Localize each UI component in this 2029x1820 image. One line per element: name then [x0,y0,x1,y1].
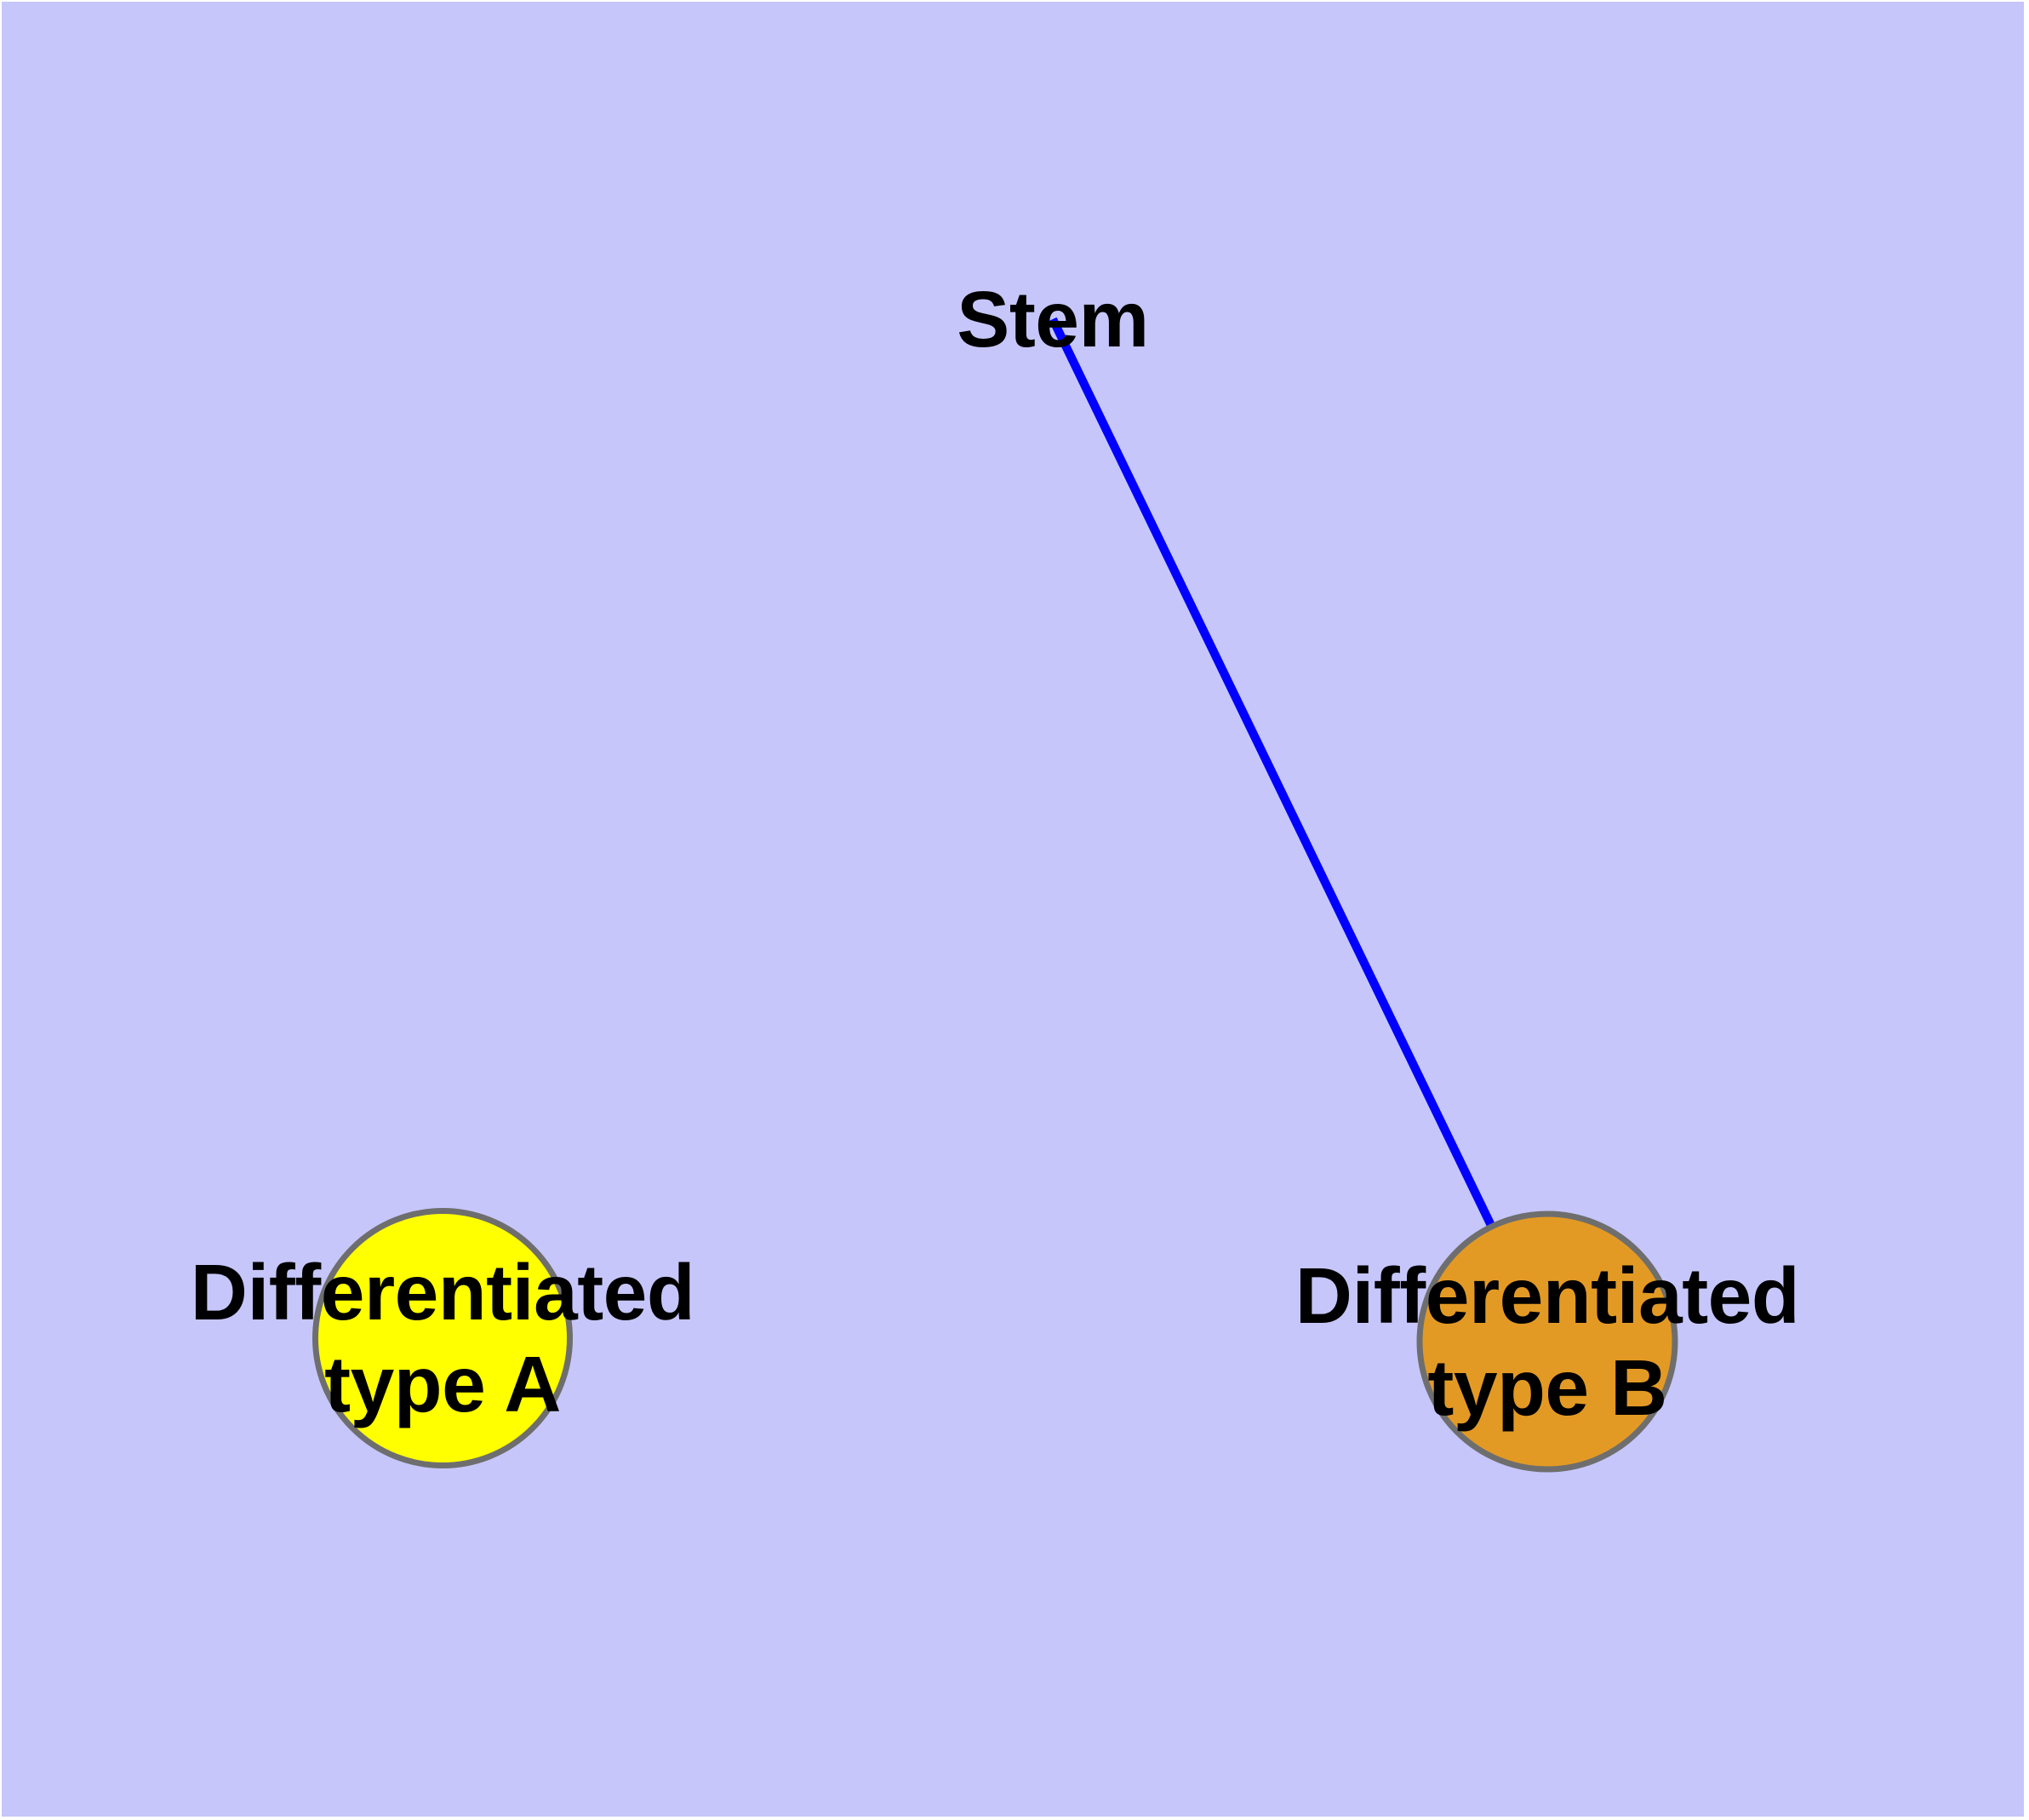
node-stem[interactable] [312,1208,573,1468]
node-layer [312,1208,1678,1473]
edge-stem-to-differentiated-type-b[interactable] [1049,317,1552,1344]
node-differentiated-type-b[interactable] [1416,1210,1678,1473]
edge-layer [1049,317,1552,1344]
